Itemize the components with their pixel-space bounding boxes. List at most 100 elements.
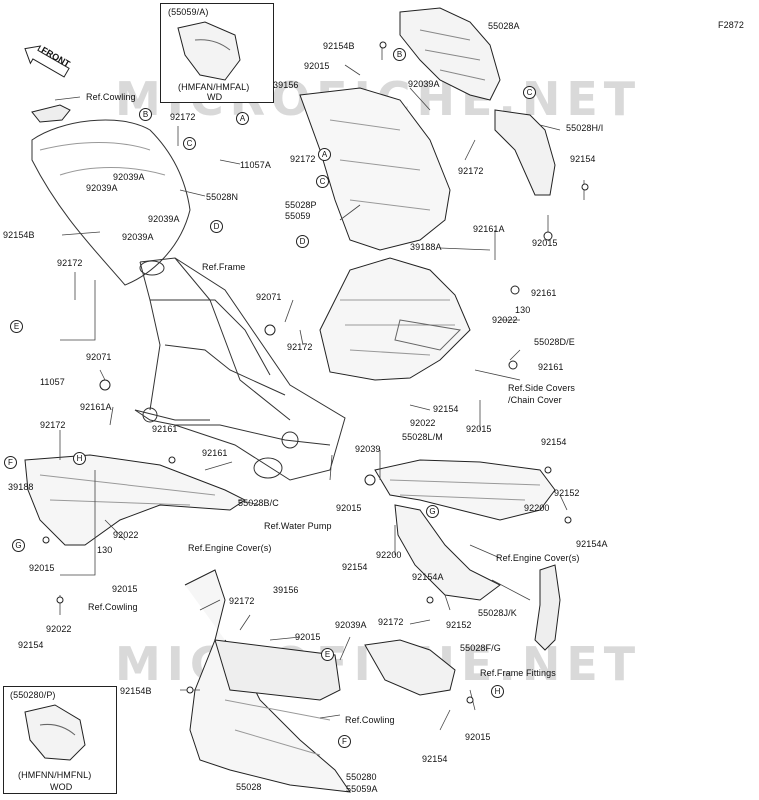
label: 92161 — [538, 362, 564, 372]
callout-f2: F — [338, 735, 351, 748]
label: 39188A — [410, 242, 442, 252]
inset-bottom-variant: (HMFNN/HMFNL) — [18, 770, 92, 780]
label: 92172 — [458, 166, 484, 176]
label: Ref.Cowling — [88, 602, 138, 612]
label: 92172 — [290, 154, 316, 164]
right-lower-fairing — [374, 459, 556, 521]
label: 92039A — [86, 183, 118, 193]
label: Ref.Water Pump — [264, 521, 332, 531]
label: 92154B — [323, 41, 355, 51]
label: 55028J/K — [478, 608, 517, 618]
callout-g: G — [12, 539, 25, 552]
label: 92154 — [541, 437, 567, 447]
label: 92039A — [148, 214, 180, 224]
label: Ref.Cowling — [345, 715, 395, 725]
label: 92015 — [532, 238, 558, 248]
callout-c: C — [183, 137, 196, 150]
callout-b: B — [139, 108, 152, 121]
callout-e: E — [10, 320, 23, 333]
center-lower-cowl — [319, 257, 471, 381]
label: 92152 — [446, 620, 472, 630]
label: 92200 — [376, 550, 402, 560]
label: Ref.Engine Cover(s) — [496, 553, 580, 563]
label: 92172 — [170, 112, 196, 122]
label: 92154 — [342, 562, 368, 572]
label: 55059A — [346, 784, 378, 794]
label: 92161 — [531, 288, 557, 298]
callout-h2: H — [491, 685, 504, 698]
label: 92172 — [57, 258, 83, 268]
callout-b2: B — [393, 48, 406, 61]
side-bracket-panel — [494, 109, 556, 196]
label: 92039A — [408, 79, 440, 89]
label: 92161A — [473, 224, 505, 234]
label: 55028P — [285, 200, 317, 210]
label: /Chain Cover — [508, 395, 562, 405]
callout-a2: A — [318, 148, 331, 161]
label: 550280 — [346, 772, 377, 782]
label: 92172 — [229, 596, 255, 606]
figure-code: F2872 — [718, 20, 745, 30]
label: Ref.Frame — [202, 262, 246, 272]
label: 92071 — [256, 292, 282, 302]
label: 92154B — [3, 230, 35, 240]
label: 92022 — [46, 624, 72, 634]
label: 130 — [515, 305, 531, 315]
label: 55028 — [236, 782, 262, 792]
inset-top-variant: (HMFAN/HMFAL) — [178, 82, 250, 92]
label: 55028D/E — [534, 337, 575, 347]
label: 92172 — [287, 342, 313, 352]
bottom-side-fairing — [184, 569, 352, 793]
label: 55028F/G — [460, 643, 501, 653]
label: 92200 — [524, 503, 550, 513]
inset-bottom-note: WOD — [50, 782, 73, 792]
callout-d2: D — [296, 235, 309, 248]
front-arrow-icon — [24, 45, 70, 78]
callout-g2: G — [426, 505, 439, 518]
label: 92022 — [492, 315, 518, 325]
right-frame-fitting — [534, 564, 561, 651]
label: 92161 — [202, 448, 228, 458]
label: 92154 — [18, 640, 44, 650]
label: 55028H/I — [566, 123, 604, 133]
label: 92015 — [295, 632, 321, 642]
label: 92172 — [378, 617, 404, 627]
label: 92154 — [570, 154, 596, 164]
label: 39156 — [273, 585, 299, 595]
callout-d: D — [210, 220, 223, 233]
label: 92071 — [86, 352, 112, 362]
label: 92039A — [335, 620, 367, 630]
label: 92161 — [152, 424, 178, 434]
label: 92039A — [122, 232, 154, 242]
label: 92015 — [465, 732, 491, 742]
label: 11057 — [40, 377, 65, 387]
callout-h: H — [73, 452, 86, 465]
label: 11057A — [240, 160, 271, 170]
label: 92039 — [355, 444, 381, 454]
inset-top-part: (55059/A) — [168, 7, 209, 17]
label: 92015 — [29, 563, 55, 573]
label: 130 — [97, 545, 113, 555]
label: Ref.Cowling — [86, 92, 136, 102]
label: 55028A — [488, 21, 520, 31]
mid-cowl-panel — [364, 639, 456, 696]
label: 39156 — [273, 80, 299, 90]
label: 92152 — [554, 488, 580, 498]
label: 92039A — [113, 172, 145, 182]
label: 92154A — [412, 572, 444, 582]
label: Ref.Frame Fittings — [480, 668, 556, 678]
label: 92154A — [576, 539, 608, 549]
label: 92015 — [112, 584, 138, 594]
upper-center-cowl — [299, 87, 451, 251]
label: 92022 — [410, 418, 436, 428]
label: 92172 — [40, 420, 66, 430]
label: 55028N — [206, 192, 239, 202]
label: Ref.Engine Cover(s) — [188, 543, 272, 553]
frame — [134, 257, 346, 481]
inset-bottom-part: (550280/P) — [10, 690, 56, 700]
callout-c3: C — [316, 175, 329, 188]
